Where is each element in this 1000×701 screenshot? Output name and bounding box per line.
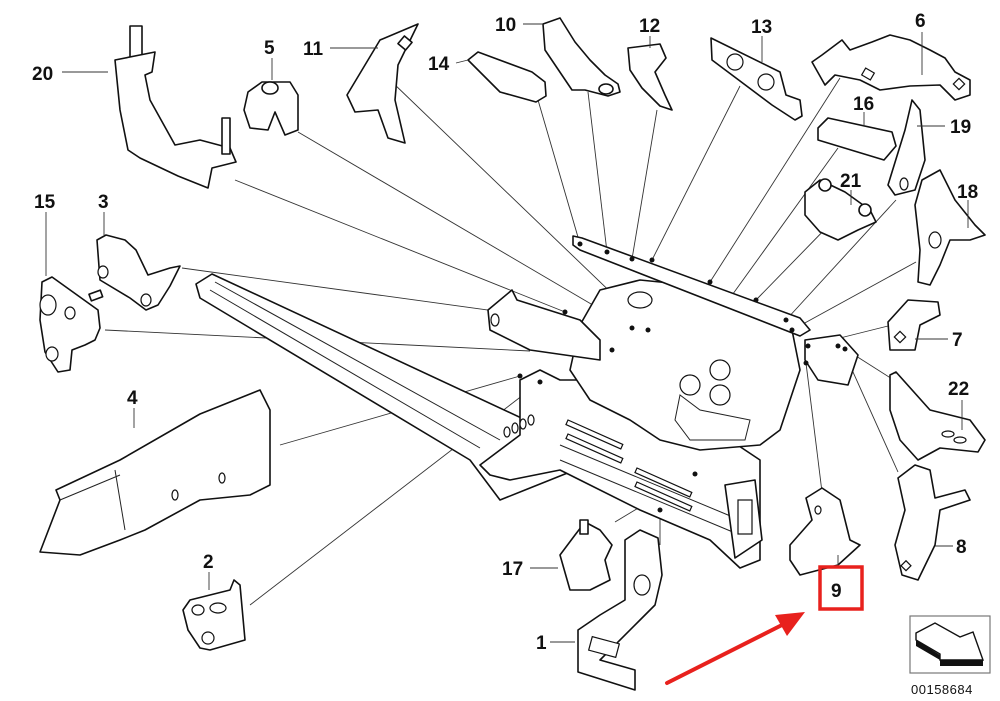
callout-13[interactable]: 13 <box>751 17 772 38</box>
part-19 <box>887 99 926 196</box>
leader-18 <box>791 261 917 331</box>
strut-tower <box>569 279 801 451</box>
part-7 <box>887 299 941 351</box>
callout-10[interactable]: 10 <box>495 15 516 36</box>
leader-12 <box>631 109 658 260</box>
callout-14[interactable]: 14 <box>428 54 450 75</box>
callout-8[interactable]: 8 <box>956 537 967 558</box>
callout-19[interactable]: 19 <box>950 117 971 138</box>
callout-6[interactable]: 6 <box>915 11 926 32</box>
leader-21 <box>755 221 833 301</box>
part-15 <box>39 276 104 373</box>
callout-20[interactable]: 20 <box>32 64 53 85</box>
part-5 <box>243 81 299 136</box>
part-1 <box>577 529 663 691</box>
wheelhouse-bracket <box>487 289 601 361</box>
callout-7[interactable]: 7 <box>952 330 963 351</box>
red-arrow-icon <box>665 612 805 685</box>
leader-5 <box>297 131 633 329</box>
part-12 <box>627 43 673 111</box>
side-rail <box>195 273 601 501</box>
part-9 <box>789 487 861 576</box>
callout-1[interactable]: 1 <box>536 633 547 654</box>
callout-ticks <box>45 23 969 643</box>
callout-4[interactable]: 4 <box>127 388 138 409</box>
leader-9 <box>805 362 823 493</box>
leader-10 <box>587 91 608 253</box>
part-6 <box>811 34 971 101</box>
leader-14 <box>537 99 581 245</box>
part-8 <box>894 464 971 581</box>
leader-13 <box>651 85 741 261</box>
leader-20 <box>234 179 566 313</box>
part-16 <box>817 117 897 161</box>
part-20 <box>114 25 237 189</box>
part-21 <box>804 178 877 241</box>
callout-22[interactable]: 22 <box>948 379 969 400</box>
callout-15[interactable]: 15 <box>34 192 56 213</box>
part-22 <box>889 371 986 461</box>
leader-19 <box>785 199 897 321</box>
front-corner-bracket <box>804 334 859 386</box>
callout-3[interactable]: 3 <box>98 192 109 213</box>
part-18 <box>914 169 986 286</box>
part-13 <box>710 37 803 121</box>
leader-16 <box>729 147 839 299</box>
direction-arrow-icon <box>909 615 991 674</box>
diagram-id: 00158684 <box>911 682 973 697</box>
part-4 <box>39 389 271 556</box>
part-3 <box>96 234 181 311</box>
callout-18[interactable]: 18 <box>957 182 978 203</box>
callout-2[interactable]: 2 <box>203 552 214 573</box>
part-10 <box>542 17 621 97</box>
callout-11[interactable]: 11 <box>303 39 324 60</box>
part-2 <box>182 579 246 651</box>
callout-9[interactable]: 9 <box>831 581 842 602</box>
callout-labels: 20 5 11 14 10 12 13 6 16 19 18 21 7 22 8… <box>32 11 978 654</box>
main-assembly <box>195 235 859 569</box>
highlight-box-part-9 <box>818 565 864 611</box>
callout-17[interactable]: 17 <box>502 559 523 580</box>
part-11 <box>346 23 419 144</box>
callout-16[interactable]: 16 <box>853 94 874 115</box>
callout-5[interactable]: 5 <box>264 38 275 59</box>
leader-6 <box>709 77 841 283</box>
part-17 <box>559 519 613 591</box>
callout-21[interactable]: 21 <box>840 171 862 192</box>
attachment-points <box>517 241 848 513</box>
part-14 <box>467 51 547 103</box>
callout-12[interactable]: 12 <box>639 16 660 37</box>
